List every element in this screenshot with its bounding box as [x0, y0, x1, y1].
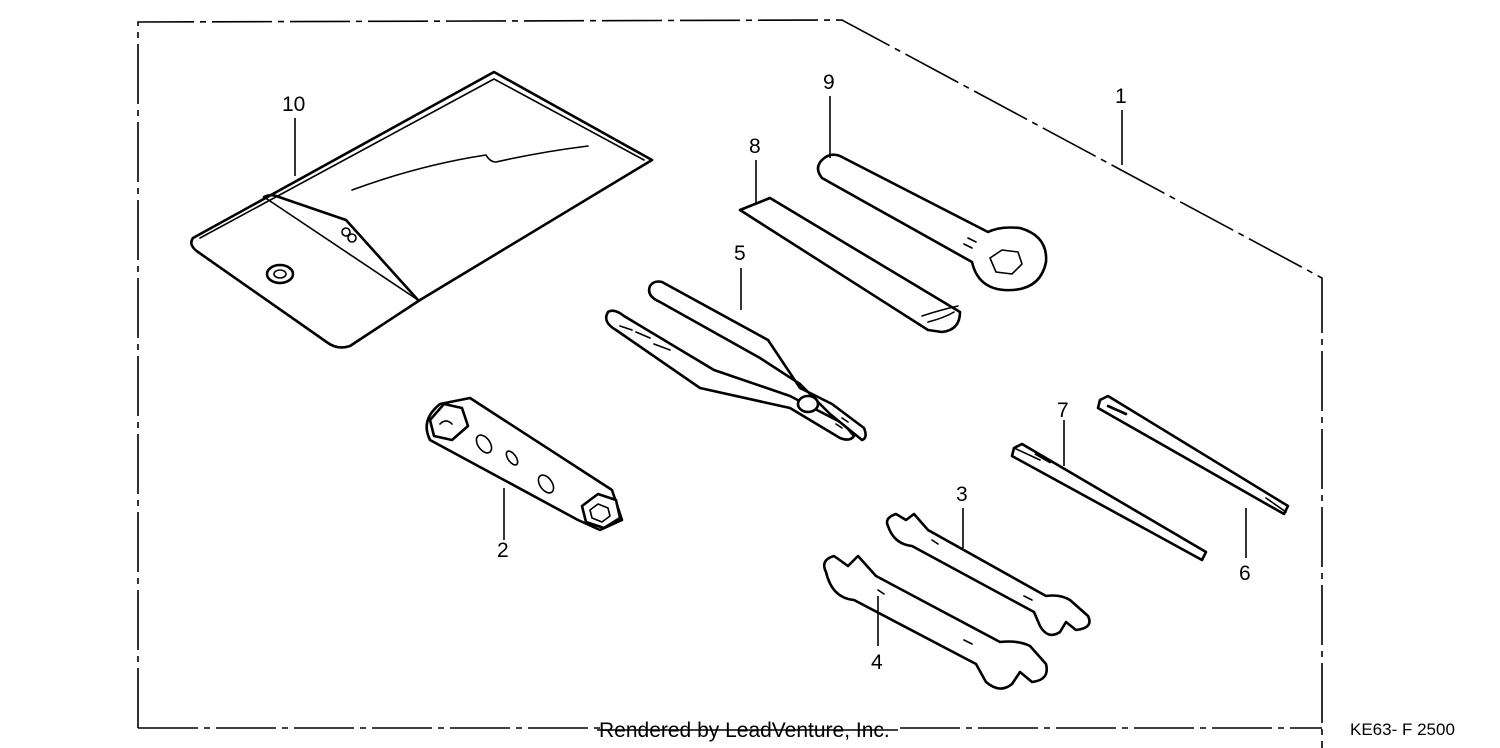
spanner-wrench-illustration — [816, 153, 1048, 292]
callout-9: 9 — [823, 71, 835, 94]
callout-4: 4 — [871, 651, 883, 674]
screwdriver-handle-illustration — [1096, 394, 1290, 516]
open-wrench-large-illustration — [822, 554, 1048, 690]
tool-bag-illustration — [190, 70, 654, 349]
callout-5: 5 — [734, 242, 746, 265]
diagram-code: KE63- F 2500 — [1350, 720, 1455, 739]
extension-bar-illustration — [738, 196, 962, 334]
screwdriver-illustration — [1010, 442, 1208, 562]
callout-6: 6 — [1239, 562, 1251, 585]
leader-lines — [294, 96, 1247, 646]
callout-7: 7 — [1057, 399, 1069, 422]
plug-wrench-illustration — [425, 396, 624, 532]
callout-2: 2 — [497, 539, 509, 562]
callout-8: 8 — [749, 135, 761, 158]
callout-10: 10 — [282, 93, 305, 116]
assembly-boundary — [137, 19, 1323, 748]
pliers-illustration — [604, 280, 867, 442]
callout-3: 3 — [956, 483, 968, 506]
callout-1: 1 — [1115, 85, 1127, 108]
open-wrench-small-illustration — [885, 512, 1091, 637]
